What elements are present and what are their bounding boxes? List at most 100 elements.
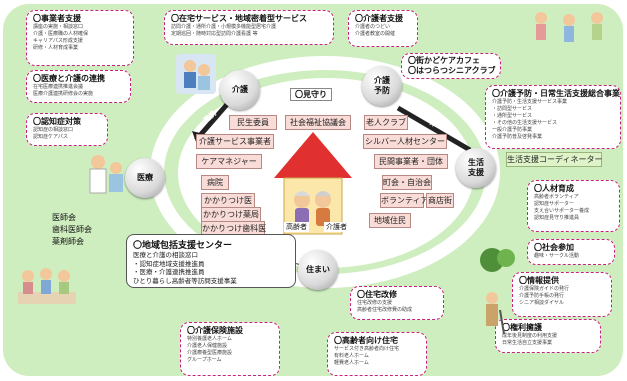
note-information: 〇情報提供 介護保険ガイドの発行 介護予防手帳の発行 シニア相談ダイヤル [512, 272, 612, 317]
note-line: 医療介護連携研修会の実施 [33, 91, 94, 97]
note-line: 認知症サポーター [534, 201, 575, 207]
note-line: 高齢者住宅改修費の助成 [357, 307, 413, 313]
note-title: 〇事業者支援 [33, 14, 81, 23]
note-title: 〇街かどケアカフェ [408, 56, 480, 65]
pill-coordinator: 生活支援コーディネーター [506, 152, 602, 167]
elder-walking-illustration [486, 292, 505, 335]
note-caregiver-support: 〇介護者支援 介護者のつどい 介護者教室の開催 [348, 10, 418, 47]
note-title: 〇高齢者向け住宅 [334, 336, 398, 345]
note-line: 介護・医療職の人材確保 [33, 31, 89, 37]
note-title: 〇介護者支援 [355, 14, 403, 23]
pill-silver: シルバー人材センター [363, 134, 447, 149]
note-line: グループホーム [187, 357, 222, 363]
association-dentists: 歯科医師会 [52, 225, 92, 234]
note-line: 介護者のつどい [355, 24, 391, 30]
note-title: 〇社会参加 [534, 243, 574, 252]
pill-private: 民間事業者・団体 [374, 154, 448, 169]
note-line: 介護予防普及啓発事業 [492, 134, 543, 140]
note-line: 介護者教室の開催 [355, 31, 396, 37]
pill-hospital: 病院 [201, 175, 229, 190]
note-line: 介護保険ガイドの発行 [519, 286, 570, 292]
medical-scene-illustration [89, 155, 123, 194]
note-line: ・その他の生活支援サービス [492, 120, 558, 126]
pill-caremanager: ケアマネジャー [196, 154, 262, 169]
family-scene-illustration [18, 268, 76, 304]
note-line: 成年後見制度の利用支援 [502, 333, 558, 339]
note-line: 認知症見守り推進員 [534, 215, 580, 221]
garden-illustration [480, 248, 515, 272]
note-line: 一般介護予防事業 [492, 127, 533, 133]
note-line: サービス付き高齢者向け住宅 [334, 346, 400, 352]
center-box-line: ・医療・介護連携推進員 [133, 268, 205, 276]
note-line: 訪問介護・通所介護・小規模多機能型居宅介護 [171, 24, 277, 30]
note-medical-care-link: 〇医療と介護の連携 在宅医療連携推進会議 医療介護連携研修会の実施 [26, 70, 131, 103]
prevention-life-link-line [396, 105, 472, 153]
note-hr-development: 〇人材育成 高齢者ボランティア 認知症サポーター 支え合いサポーター養成 認知症… [527, 180, 620, 232]
note-line: 介護療養型医療施設 [187, 350, 233, 356]
pill-roujin: 老人クラブ [364, 115, 408, 130]
center-box-line: 医療と介護の相談窓口 [133, 251, 198, 259]
note-home-service: 〇在宅サービス・地域密着型サービス 訪問介護・通所介護・小規模多機能型居宅介護 … [164, 10, 334, 45]
pill-town: 町会・自治会 [382, 175, 432, 190]
note-rights-advocacy: 〇権利擁護 成年後見制度の利用支援 日常生活自立支援事業 [495, 319, 601, 353]
pill-care-service: 介護サービス事業者 [196, 134, 274, 149]
association-pharmacists: 薬剤師会 [52, 237, 84, 246]
pill-shops: 商店街 [426, 193, 454, 208]
watch-tag: 〇見守り [290, 88, 332, 101]
note-title: 〇権利擁護 [502, 323, 542, 332]
community-support-center-box: 〇地域包括支援センター 医療と介護の相談窓口 ・認知症地域支援推進員 ・医療・介… [126, 234, 296, 288]
note-title: 〇はつらつシニアクラブ [408, 66, 496, 75]
pill-shakyo: 社会福祉協議会 [285, 115, 351, 130]
node-life-support: 生活 支援 [456, 148, 496, 188]
note-line: 有料老人ホーム [334, 353, 369, 359]
note-title: 〇在宅サービス・地域密着型サービス [171, 14, 307, 23]
association-doctors: 医師会 [52, 213, 76, 222]
house-label-elderly: 高齢者 [284, 222, 309, 232]
note-line: 支え合いサポーター養成 [534, 208, 590, 214]
note-line: 趣味・サークル活動 [534, 253, 579, 259]
note-care-facility: 〇介護保険施設 特別養護老人ホーム 介護老人保健施設 介護療養型医療施設 グルー… [180, 322, 280, 376]
node-housing: 住まい [298, 250, 338, 290]
note-line: 軽費老人ホーム [334, 360, 369, 366]
house-illustration [274, 132, 352, 235]
note-elderly-housing: 〇高齢者向け住宅 サービス付き高齢者向け住宅 有料老人ホーム 軽費老人ホーム [327, 332, 427, 376]
pill-volunteer: ボランティア [380, 193, 429, 208]
house-label-caregiver: 介護者 [324, 222, 349, 232]
note-business-support: 〇事業者支援 講座の実施・相談窓口 介護・医療職の人材確保 キャリアパス形成支援… [26, 10, 134, 66]
center-box-title: 〇地域包括支援センター [133, 241, 233, 251]
note-line: 研修・人材育成事業 [33, 45, 79, 51]
note-line: 講座の実施・相談窓口 [33, 24, 84, 30]
note-title: 〇人材育成 [534, 184, 574, 193]
note-title: 〇住宅改修 [357, 290, 397, 299]
pill-minsei: 民生委員 [229, 115, 277, 130]
note-prevention-program: 〇介護予防・日常生活支援総合事業 介護予防・生活支援サービス事業 ・訪問型サービ… [485, 85, 621, 149]
pill-pharmacy: かかりつけ薬局 [201, 207, 261, 222]
note-cafe-club: 〇街かどケアカフェ 〇はつらつシニアクラブ [401, 53, 501, 79]
note-line: 高齢者ボランティア [534, 194, 579, 200]
note-line: ・通所型サービス [492, 113, 533, 119]
note-line: 日常生活自立支援事業 [502, 340, 553, 346]
note-line: 住宅改修の支援 [357, 300, 393, 306]
pill-doctor: かかりつけ医 [201, 193, 255, 208]
note-line: 在宅医療連携推進会議 [33, 84, 84, 90]
note-housing-reform: 〇住宅改修 住宅改修の支援 高齢者住宅改修費の助成 [350, 286, 444, 320]
node-care: 介護 [220, 70, 260, 110]
care-scene-illustration [176, 54, 216, 94]
note-line: 介護予防手帳の発行 [519, 293, 565, 299]
pill-residents: 地域住民 [369, 213, 411, 228]
note-line: 認知症の相談窓口 [33, 127, 74, 133]
note-title: 〇介護保険施設 [187, 326, 243, 335]
note-title: 〇認知症対策 [33, 117, 81, 126]
note-line: 認知症ケアパス [33, 134, 68, 140]
note-line: 定期巡回・随時対応型訪問介護看護 等 [171, 31, 258, 37]
note-dementia: 〇認知症対策 認知症の相談窓口 認知症ケアパス [26, 113, 108, 146]
note-line: 介護予防・生活支援サービス事業 [492, 99, 568, 105]
note-title: 〇医療と介護の連携 [33, 74, 105, 83]
note-title: 〇情報提供 [519, 276, 559, 285]
note-line: シニア相談ダイヤル [519, 300, 564, 306]
note-line: キャリアパス形成支援 [33, 38, 83, 44]
note-social-participation: 〇社会参加 趣味・サークル活動 [527, 239, 615, 265]
note-title: 〇介護予防・日常生活支援総合事業 [492, 89, 620, 98]
node-prevention: 介護 予防 [362, 66, 402, 106]
